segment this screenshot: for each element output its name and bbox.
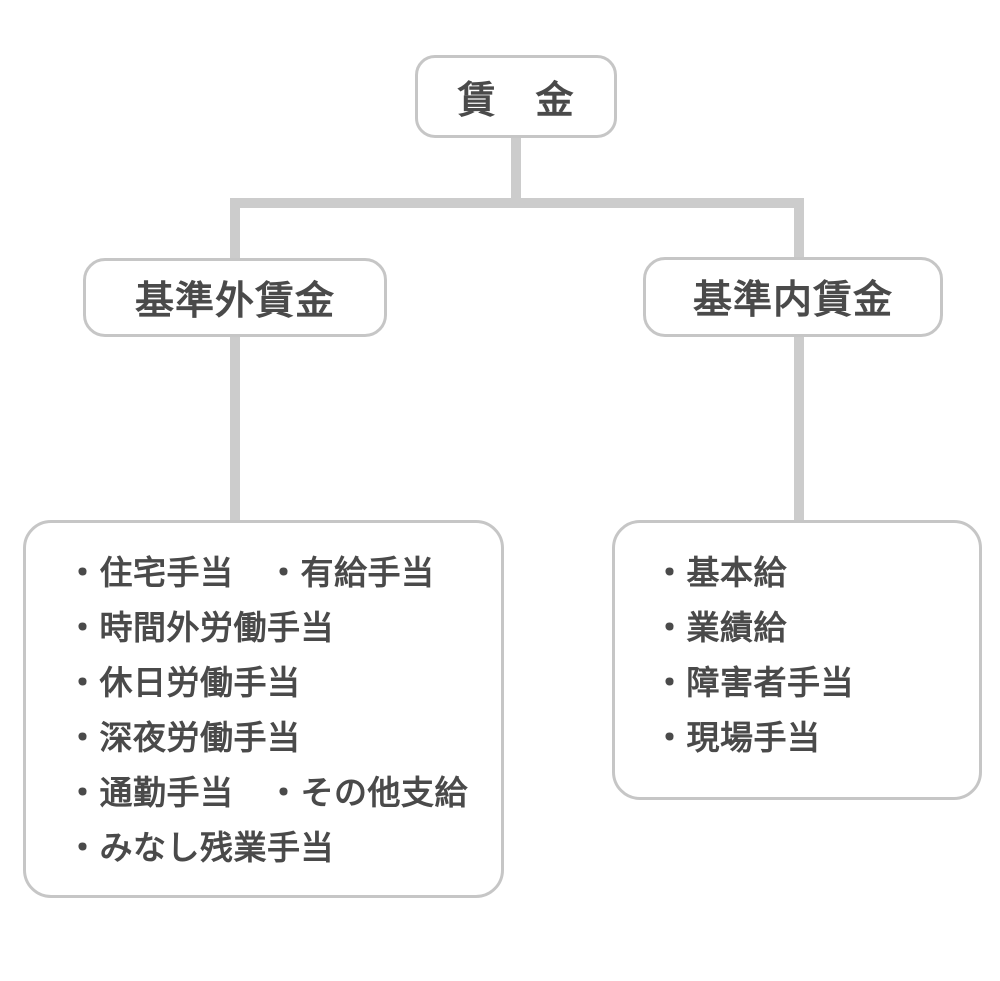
branch-node-label: 基準外賃金 bbox=[134, 279, 335, 323]
connector-right-drop-upper bbox=[794, 203, 804, 259]
list-item: ・休日労働手当 bbox=[66, 664, 301, 701]
list-item: ・障害者手当 bbox=[653, 664, 854, 701]
list-node-non-standard-wage-items: ・住宅手当 ・有給手当 ・時間外労働手当 ・休日労働手当 ・深夜労働手当 ・通勤… bbox=[23, 520, 504, 898]
branch-node-label: 基準内賃金 bbox=[692, 279, 893, 322]
list-item: ・時間外労働手当 bbox=[66, 609, 334, 646]
connector-horizontal-bar bbox=[230, 198, 804, 208]
list-item: ・業績給 bbox=[653, 609, 787, 646]
branch-node-non-standard-wage: 基準外賃金 bbox=[83, 258, 387, 337]
branch-node-standard-wage: 基準内賃金 bbox=[643, 257, 943, 337]
list-item: ・現場手当 bbox=[653, 719, 821, 756]
list-node-standard-wage-items: ・基本給 ・業績給 ・障害者手当 ・現場手当 bbox=[612, 520, 982, 800]
connector-root-stem bbox=[511, 137, 521, 203]
list-item: ・住宅手当 ・有給手当 bbox=[66, 554, 435, 591]
connector-right-drop-lower bbox=[794, 335, 804, 522]
connector-left-drop-upper bbox=[230, 203, 240, 260]
root-node-wage: 賃 金 bbox=[415, 55, 617, 138]
connector-left-drop-lower bbox=[230, 335, 240, 522]
list-item: ・みなし残業手当 bbox=[66, 829, 334, 866]
list-item: ・通勤手当 ・その他支給 bbox=[66, 774, 468, 811]
list-item: ・深夜労働手当 bbox=[66, 719, 301, 756]
list-item: ・基本給 bbox=[653, 554, 787, 591]
root-node-label: 賃 金 bbox=[457, 80, 575, 122]
